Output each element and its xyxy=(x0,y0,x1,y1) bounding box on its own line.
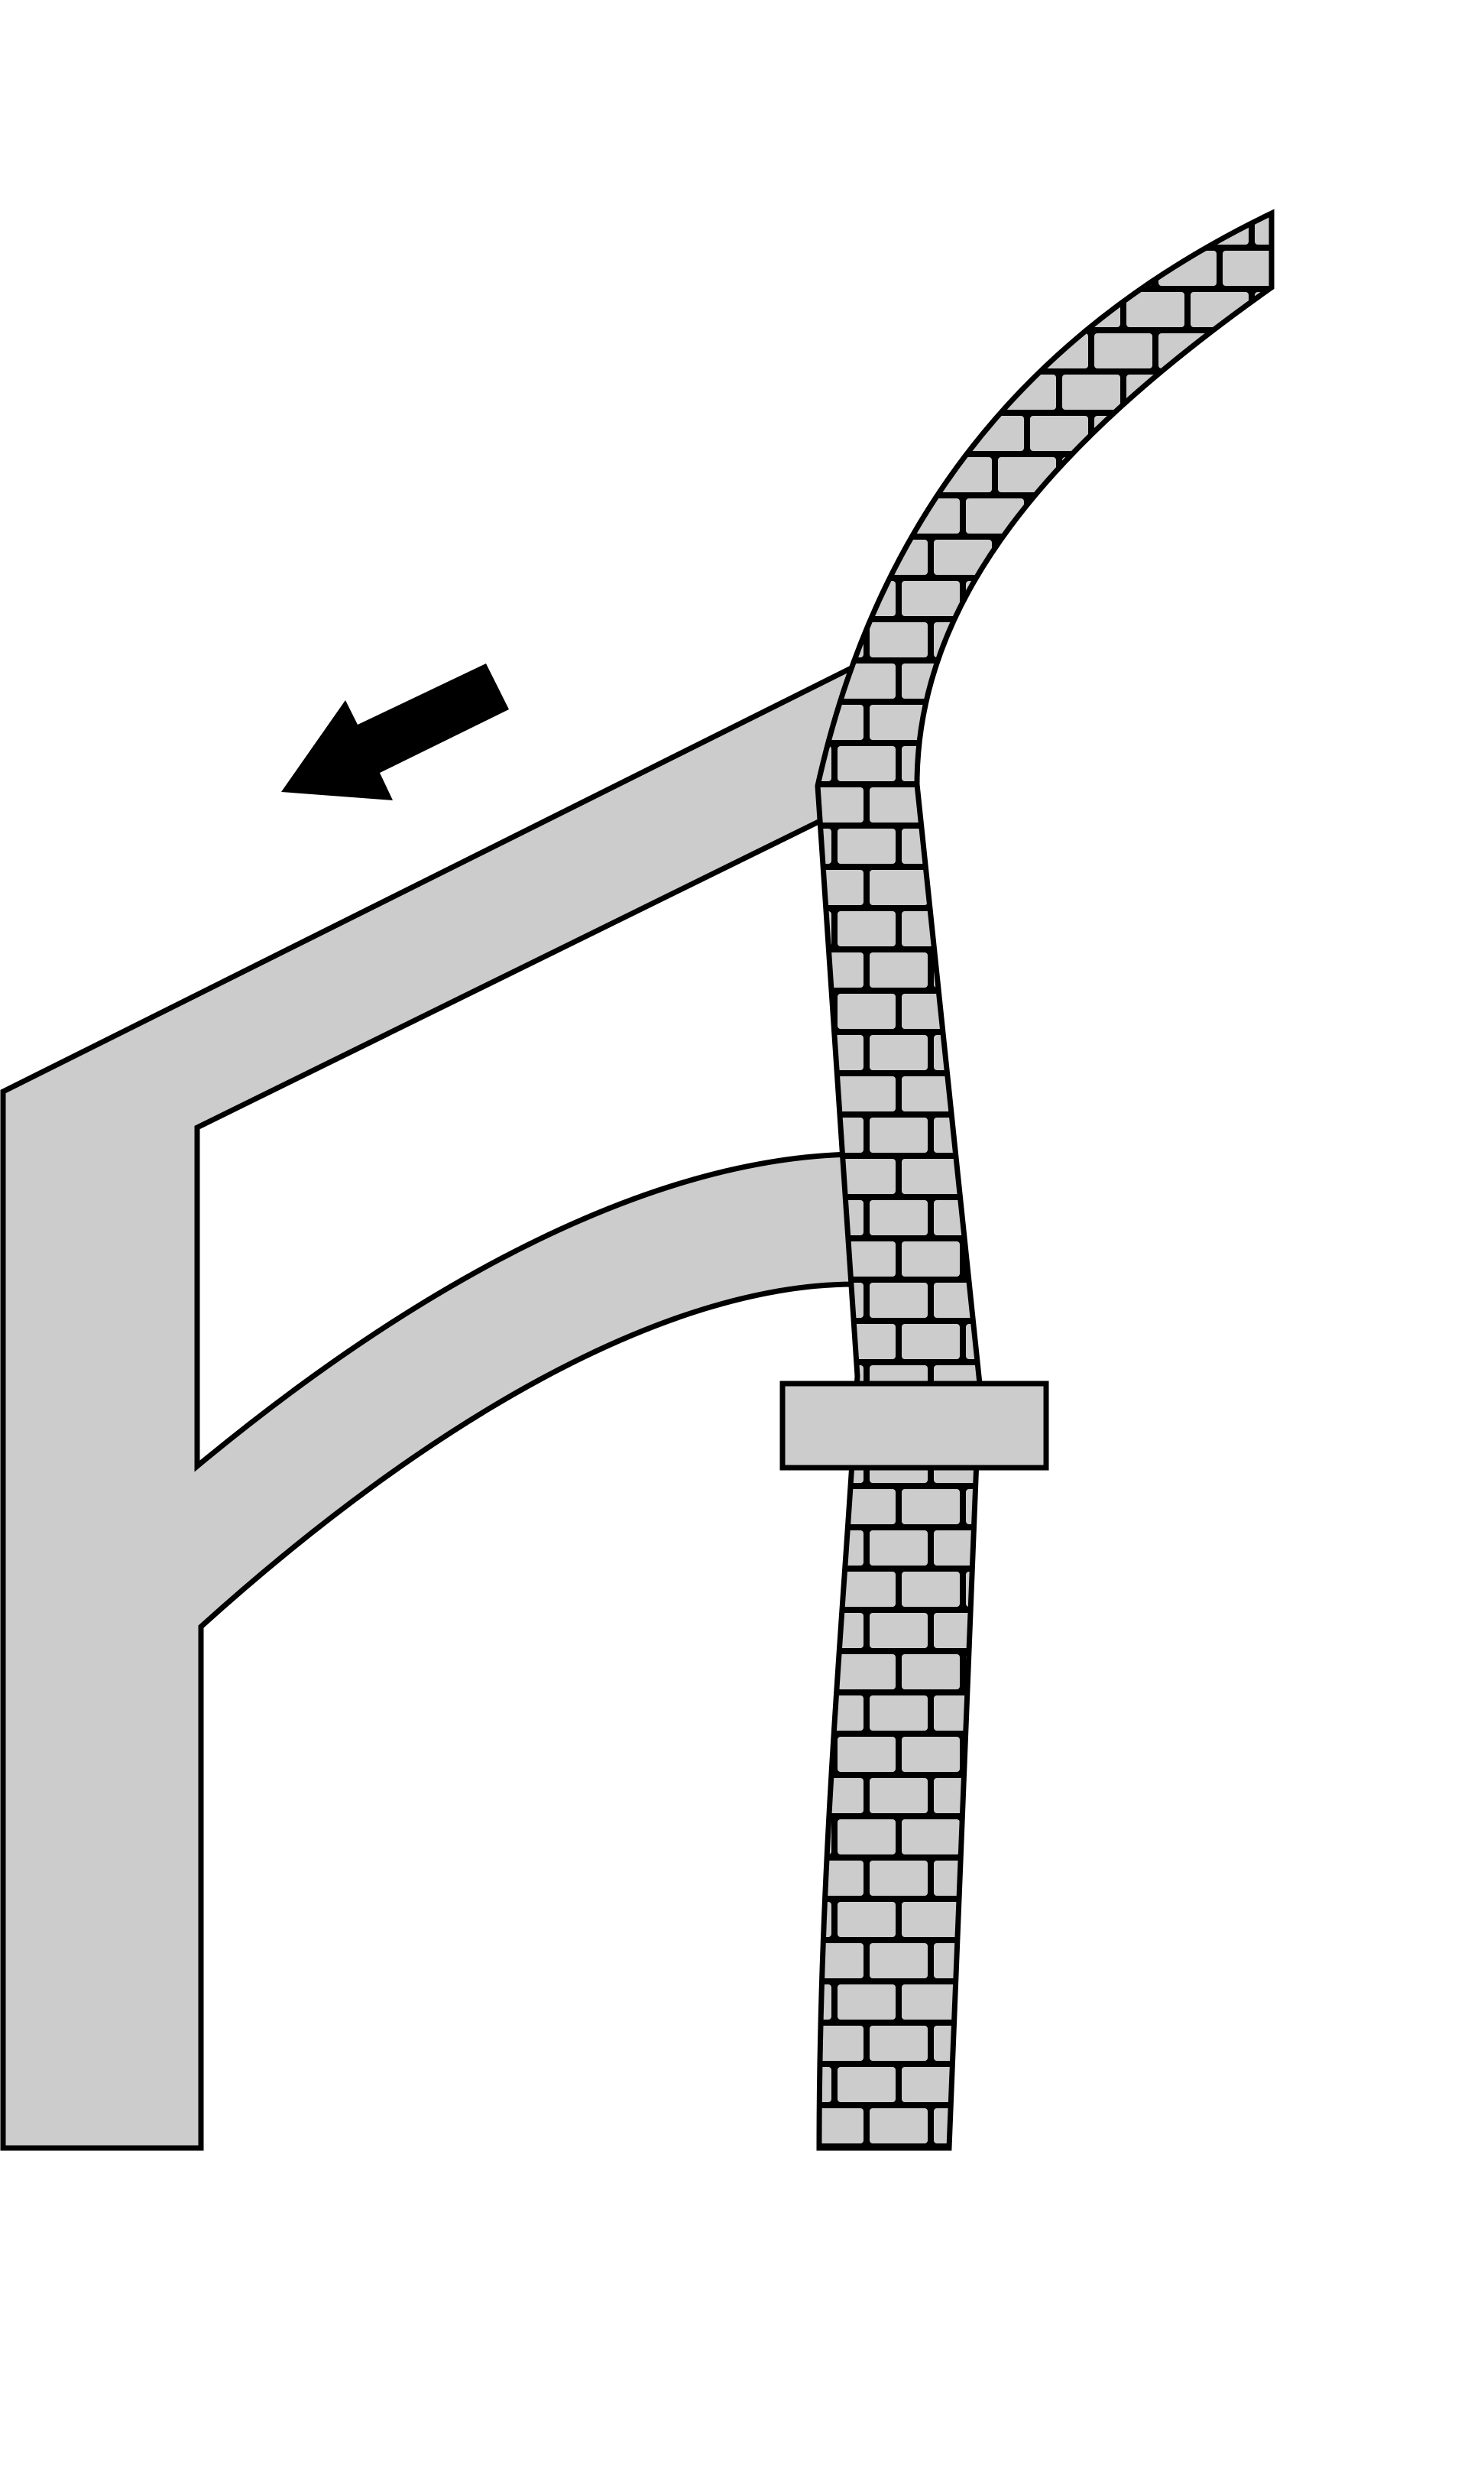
masonry-wall xyxy=(815,209,1275,2151)
wall-band xyxy=(779,1381,1049,1471)
arrow-left-down-icon xyxy=(281,664,509,800)
flying-buttress-frame xyxy=(0,662,857,2151)
